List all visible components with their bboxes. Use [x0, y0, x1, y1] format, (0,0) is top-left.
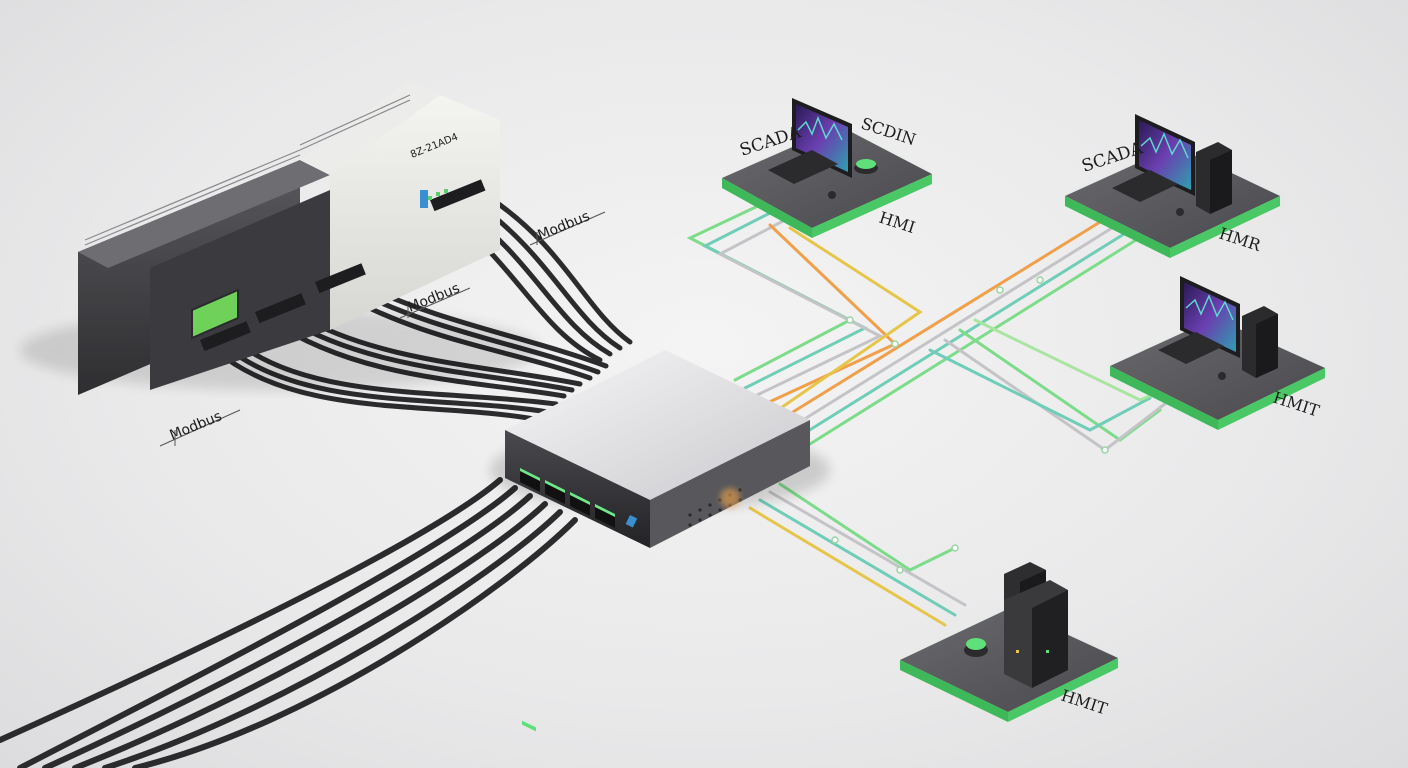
station-1: SCADA SCDIN HMI [722, 98, 932, 238]
plc-rack: 8Z-21AD4 [20, 80, 540, 395]
network-switch [490, 350, 830, 732]
station-1-hmi-label: HMI [877, 208, 918, 237]
link-s2-green [808, 238, 1138, 446]
station-2-hmi-label: HMR [1217, 224, 1264, 255]
link-s3-teal [928, 348, 1152, 432]
link-s4-gray [768, 490, 967, 607]
monitor-icon [792, 98, 852, 178]
station-4-hmi-label: HMIT [1059, 686, 1110, 719]
cable-bundle [0, 195, 633, 768]
server-icon [1004, 562, 1068, 688]
link-s1-orange [763, 223, 898, 406]
link-s2-teal [798, 232, 1126, 438]
link-s4-teal [758, 498, 957, 617]
link-s4-green [778, 482, 957, 572]
plc-display [191, 288, 239, 340]
keyboard-icon [1112, 170, 1178, 202]
link-s2-gray [788, 226, 1114, 430]
link-s2-orange [778, 220, 1102, 422]
station-3-hmi-label: HMIT [1271, 388, 1322, 421]
router-icon [854, 159, 878, 174]
tower-pc-icon [1196, 142, 1232, 214]
keyboard-icon [768, 150, 838, 184]
monitor-icon [1135, 114, 1195, 196]
keyboard-icon [1158, 332, 1224, 364]
modbus-label-left: Modbus [168, 408, 225, 443]
mouse-icon [828, 191, 836, 199]
tower-pc-icon [1242, 306, 1278, 378]
station-3: HMIT [1110, 276, 1325, 430]
station-4: HMIT [900, 562, 1118, 722]
modbus-label-top: Modbus [536, 208, 593, 243]
link-s4-yellow [748, 506, 947, 627]
link-s1-gray [716, 218, 884, 398]
link-s1-yellow [773, 226, 923, 414]
monitor-icon [1180, 276, 1240, 358]
mouse-icon [1218, 372, 1226, 380]
mouse-icon [1176, 208, 1184, 216]
switch-ports [520, 470, 615, 528]
router-icon [964, 638, 988, 657]
